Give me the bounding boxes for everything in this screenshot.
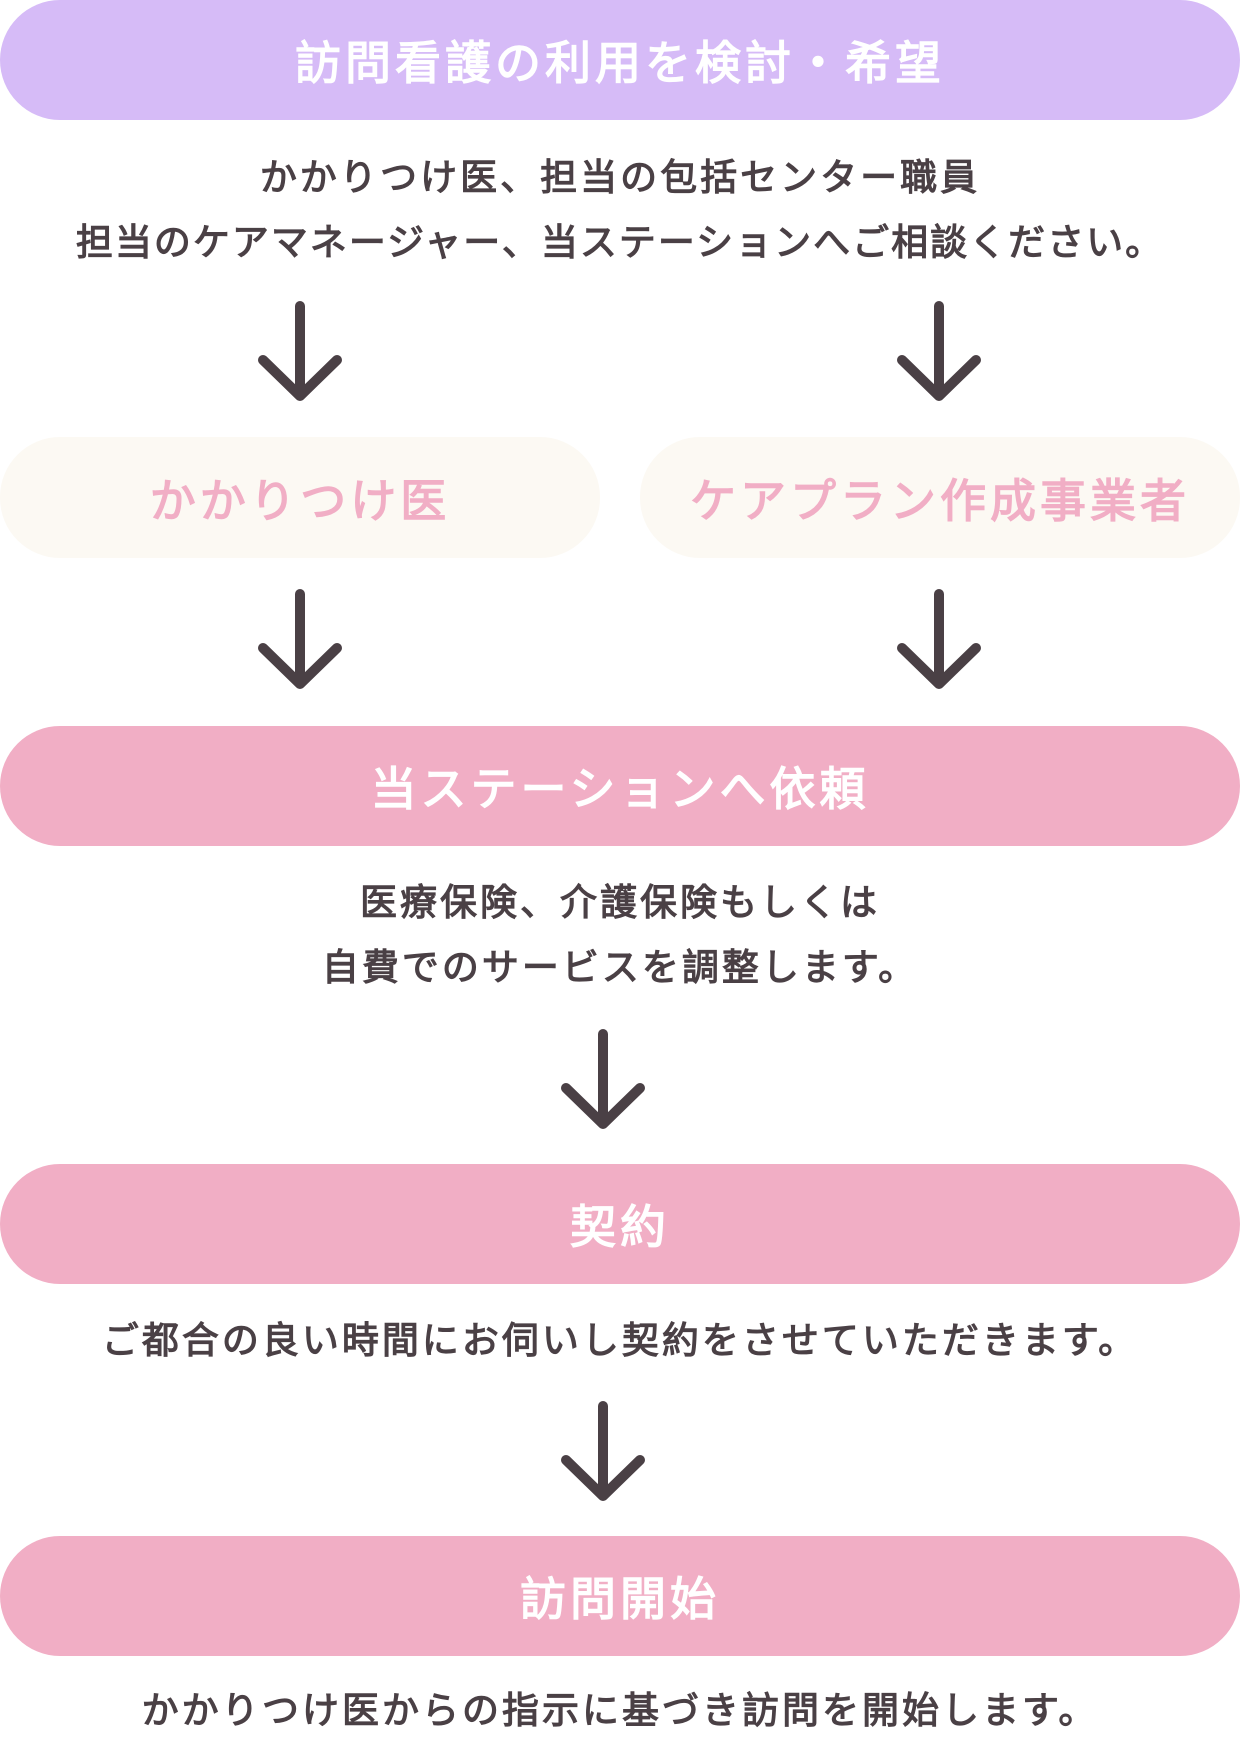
arrow-down-icon xyxy=(894,588,984,692)
step-visit-start-title: 訪問開始 xyxy=(520,1572,720,1626)
step-consider-line-2: 担当のケアマネージャー、当ステーションへご相談ください。 xyxy=(75,221,1165,264)
step-request-description: 医療保険、介護保険もしくは 自費でのサービスを調整します。 xyxy=(0,870,1240,1000)
arrow-down-icon xyxy=(255,588,345,692)
step-visit-start-description: かかりつけ医からの指示に基づき訪問を開始します。 xyxy=(0,1678,1240,1743)
step-consider-title: 訪問看護の利用を検討・希望 xyxy=(295,36,945,90)
branch-family-doctor-label: かかりつけ医 xyxy=(149,473,451,528)
branch-care-plan-provider: ケアプラン作成事業者 xyxy=(640,437,1240,558)
step-contract-title: 契約 xyxy=(570,1200,670,1254)
step-consider-header: 訪問看護の利用を検討・希望 xyxy=(0,0,1240,120)
step-consider-description: かかりつけ医、担当の包括センター職員 担当のケアマネージャー、当ステーションへご… xyxy=(0,145,1240,275)
arrow-down-icon xyxy=(558,1400,648,1504)
step-consider-line-1: かかりつけ医、担当の包括センター職員 xyxy=(259,156,981,199)
step-request-header: 当ステーションへ依頼 xyxy=(0,726,1240,846)
step-contract-header: 契約 xyxy=(0,1164,1240,1284)
arrow-down-icon xyxy=(558,1028,648,1132)
branch-care-plan-provider-label: ケアプラン作成事業者 xyxy=(690,473,1190,528)
step-visit-start-header: 訪問開始 xyxy=(0,1536,1240,1656)
arrow-down-icon xyxy=(255,300,345,404)
step-contract-line-1: ご都合の良い時間にお伺いし契約をさせていただきます。 xyxy=(101,1319,1139,1362)
step-contract-description: ご都合の良い時間にお伺いし契約をさせていただきます。 xyxy=(0,1308,1240,1373)
arrow-down-icon xyxy=(894,300,984,404)
step-request-line-2: 自費でのサービスを調整します。 xyxy=(321,946,919,989)
step-request-line-1: 医療保険、介護保険もしくは xyxy=(360,881,880,924)
branch-family-doctor: かかりつけ医 xyxy=(0,437,600,558)
step-visit-start-line-1: かかりつけ医からの指示に基づき訪問を開始します。 xyxy=(141,1689,1099,1732)
step-request-title: 当ステーションへ依頼 xyxy=(370,762,870,816)
